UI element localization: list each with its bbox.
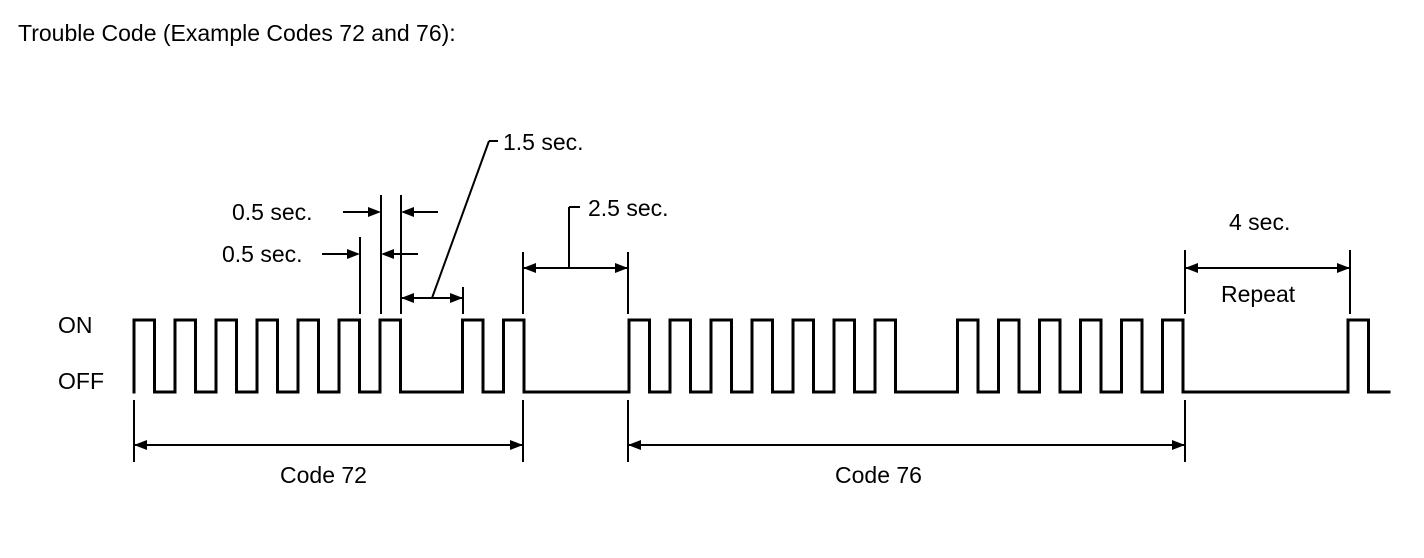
code-gap-label: 2.5 sec. (588, 195, 669, 221)
code-76-label: Code 76 (835, 462, 922, 488)
repeat-gap-label: 4 sec. (1229, 209, 1290, 235)
blink-waveform (132, 318, 1391, 394)
page-title: Trouble Code (Example Codes 72 and 76): (18, 20, 456, 46)
repeat-label: Repeat (1221, 281, 1296, 307)
digit-gap-label: 1.5 sec. (503, 129, 584, 155)
code-72-span-dimension (133, 400, 524, 462)
repeat-gap-dimension (1184, 250, 1351, 314)
off-level-label: OFF (58, 368, 104, 394)
on-level-label: ON (58, 312, 93, 338)
off-width-label: 0.5 sec. (222, 241, 303, 267)
code-72-label: Code 72 (280, 462, 367, 488)
code-76-span-dimension (627, 400, 1186, 462)
code-gap-dimension (522, 206, 629, 314)
digit-gap-dimension (401, 140, 498, 314)
off-gap-width-dimension (322, 237, 418, 314)
on-width-label: 0.5 sec. (232, 199, 313, 225)
